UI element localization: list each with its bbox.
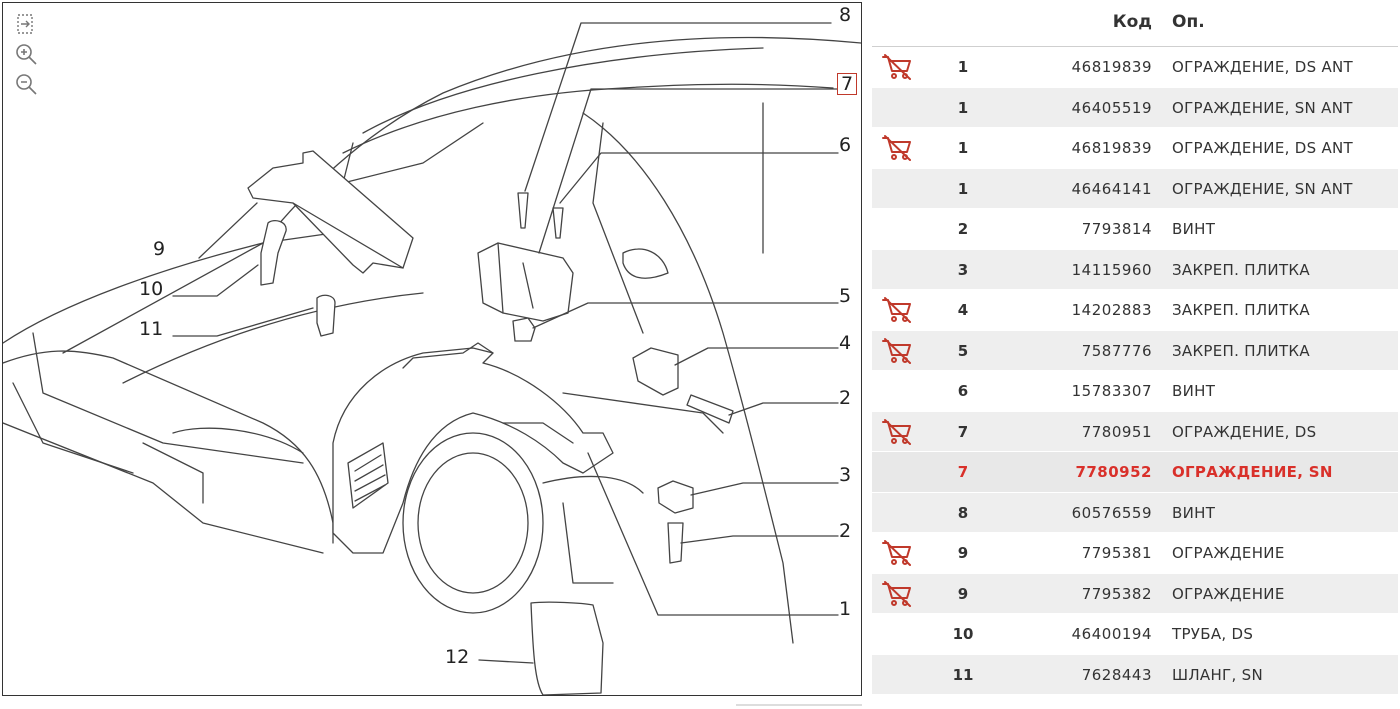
row-part-code: 46819839 [1071,139,1152,157]
exploded-parts-diagram[interactable]: 8 7 6 9 10 11 5 4 2 3 2 1 12 [2,2,862,696]
row-part-code: 46405519 [1071,98,1152,117]
table-row[interactable]: 7 7780951 ОГРАЖДЕНИЕ, DS [872,411,1398,452]
fit-to-screen-icon[interactable] [13,11,39,37]
table-row[interactable]: 4 14202883 ЗАКРЕП. ПЛИТКА [872,290,1398,331]
row-part-description: ОГРАЖДЕНИЕ, SN ANT [1172,179,1353,198]
table-row[interactable]: 11 7628443 ШЛАНГ, SN [872,654,1398,695]
table-row[interactable]: 6 15783307 ВИНТ [872,371,1398,412]
add-to-cart-disabled-icon[interactable] [880,418,914,446]
zoom-out-icon[interactable] [13,71,39,97]
add-to-cart-disabled-icon[interactable] [880,134,914,162]
add-to-cart-disabled-icon[interactable] [880,580,914,608]
callout-3[interactable]: 3 [839,464,852,486]
row-part-code: 7793814 [1081,220,1152,238]
row-part-description: ОГРАЖДЕНИЕ [1172,584,1285,603]
table-row[interactable]: 10 46400194 ТРУБА, DS [872,614,1398,655]
row-part-description: ЗАКРЕП. ПЛИТКА [1172,341,1310,360]
row-part-description: ВИНТ [1172,220,1216,238]
row-position-number: 8 [957,503,969,522]
row-position-number: 11 [952,665,974,684]
row-part-code: 7780952 [1075,463,1152,481]
row-part-code: 7780951 [1081,422,1152,441]
table-row-selected[interactable]: 7 7780952 ОГРАЖДЕНИЕ, SN [872,452,1398,493]
callout-2-upper[interactable]: 2 [839,387,852,409]
row-part-description: ВИНТ [1172,382,1216,400]
row-position-number: 5 [957,341,969,360]
table-row[interactable]: 2 7793814 ВИНТ [872,209,1398,250]
row-part-description: ОГРАЖДЕНИЕ, DS ANT [1172,139,1354,157]
add-to-cart-disabled-icon[interactable] [880,337,914,365]
row-part-code: 7587776 [1081,341,1152,360]
row-position-number: 9 [957,584,969,603]
row-part-code: 46464141 [1071,179,1152,198]
row-part-code: 46400194 [1071,625,1152,643]
callout-5[interactable]: 5 [839,285,852,307]
row-part-code: 46819839 [1071,58,1152,76]
row-position-number: 1 [957,98,969,117]
row-position-number: 2 [957,220,969,238]
table-row[interactable]: 8 60576559 ВИНТ [872,492,1398,533]
column-header-description[interactable]: Оп. [1172,12,1205,32]
callout-7-selected[interactable]: 7 [837,73,858,95]
row-position-number: 4 [957,301,969,319]
callout-11[interactable]: 11 [139,318,164,340]
row-part-code: 7628443 [1081,665,1152,684]
callout-9[interactable]: 9 [153,238,166,260]
row-position-number: 7 [957,463,969,481]
row-part-description: ШЛАНГ, SN [1172,665,1263,684]
callout-1[interactable]: 1 [839,598,852,620]
row-part-description: ЗАКРЕП. ПЛИТКА [1172,260,1310,279]
row-position-number: 3 [957,260,969,279]
callout-2-lower[interactable]: 2 [839,520,852,542]
callout-4[interactable]: 4 [839,332,852,354]
column-header-code[interactable]: Код [1112,12,1152,32]
row-part-description: ВИНТ [1172,503,1216,522]
table-row[interactable]: 1 46405519 ОГРАЖДЕНИЕ, SN ANT [872,87,1398,128]
table-row[interactable]: 5 7587776 ЗАКРЕП. ПЛИТКА [872,330,1398,371]
row-position-number: 6 [957,382,969,400]
row-part-code: 7795381 [1081,544,1152,562]
callout-10[interactable]: 10 [139,278,164,300]
row-part-description: ОГРАЖДЕНИЕ, DS [1172,422,1317,441]
table-row[interactable]: 1 46819839 ОГРАЖДЕНИЕ, DS ANT [872,47,1398,88]
row-position-number: 1 [957,58,969,76]
row-position-number: 1 [957,139,969,157]
row-part-description: ОГРАЖДЕНИЕ, SN [1172,463,1333,481]
table-header: Код Оп. [872,0,1398,47]
callout-6[interactable]: 6 [839,134,852,156]
row-part-description: ТРУБА, DS [1172,625,1254,643]
add-to-cart-disabled-icon[interactable] [880,296,914,324]
row-part-code: 15783307 [1071,382,1152,400]
add-to-cart-disabled-icon[interactable] [880,53,914,81]
table-row[interactable]: 9 7795382 ОГРАЖДЕНИЕ [872,573,1398,614]
row-part-code: 14202883 [1071,301,1152,319]
divider [736,704,862,706]
table-row[interactable]: 1 46464141 ОГРАЖДЕНИЕ, SN ANT [872,168,1398,209]
row-part-description: ОГРАЖДЕНИЕ, DS ANT [1172,58,1354,76]
row-position-number: 7 [957,422,969,441]
callout-8[interactable]: 8 [839,4,852,26]
zoom-in-icon[interactable] [13,41,39,67]
table-row[interactable]: 9 7795381 ОГРАЖДЕНИЕ [872,533,1398,574]
table-row[interactable]: 3 14115960 ЗАКРЕП. ПЛИТКА [872,249,1398,290]
car-front-wheel-arch-drawing [3,22,861,695]
row-part-description: ОГРАЖДЕНИЕ [1172,544,1285,562]
row-part-code: 7795382 [1081,584,1152,603]
row-part-description: ЗАКРЕП. ПЛИТКА [1172,301,1310,319]
add-to-cart-disabled-icon[interactable] [880,539,914,567]
table-row[interactable]: 1 46819839 ОГРАЖДЕНИЕ, DS ANT [872,128,1398,169]
callout-12[interactable]: 12 [445,646,470,668]
row-position-number: 10 [952,625,974,643]
row-part-description: ОГРАЖДЕНИЕ, SN ANT [1172,98,1353,117]
row-part-code: 60576559 [1071,503,1152,522]
row-position-number: 1 [957,179,969,198]
row-position-number: 9 [957,544,969,562]
row-part-code: 14115960 [1071,260,1152,279]
